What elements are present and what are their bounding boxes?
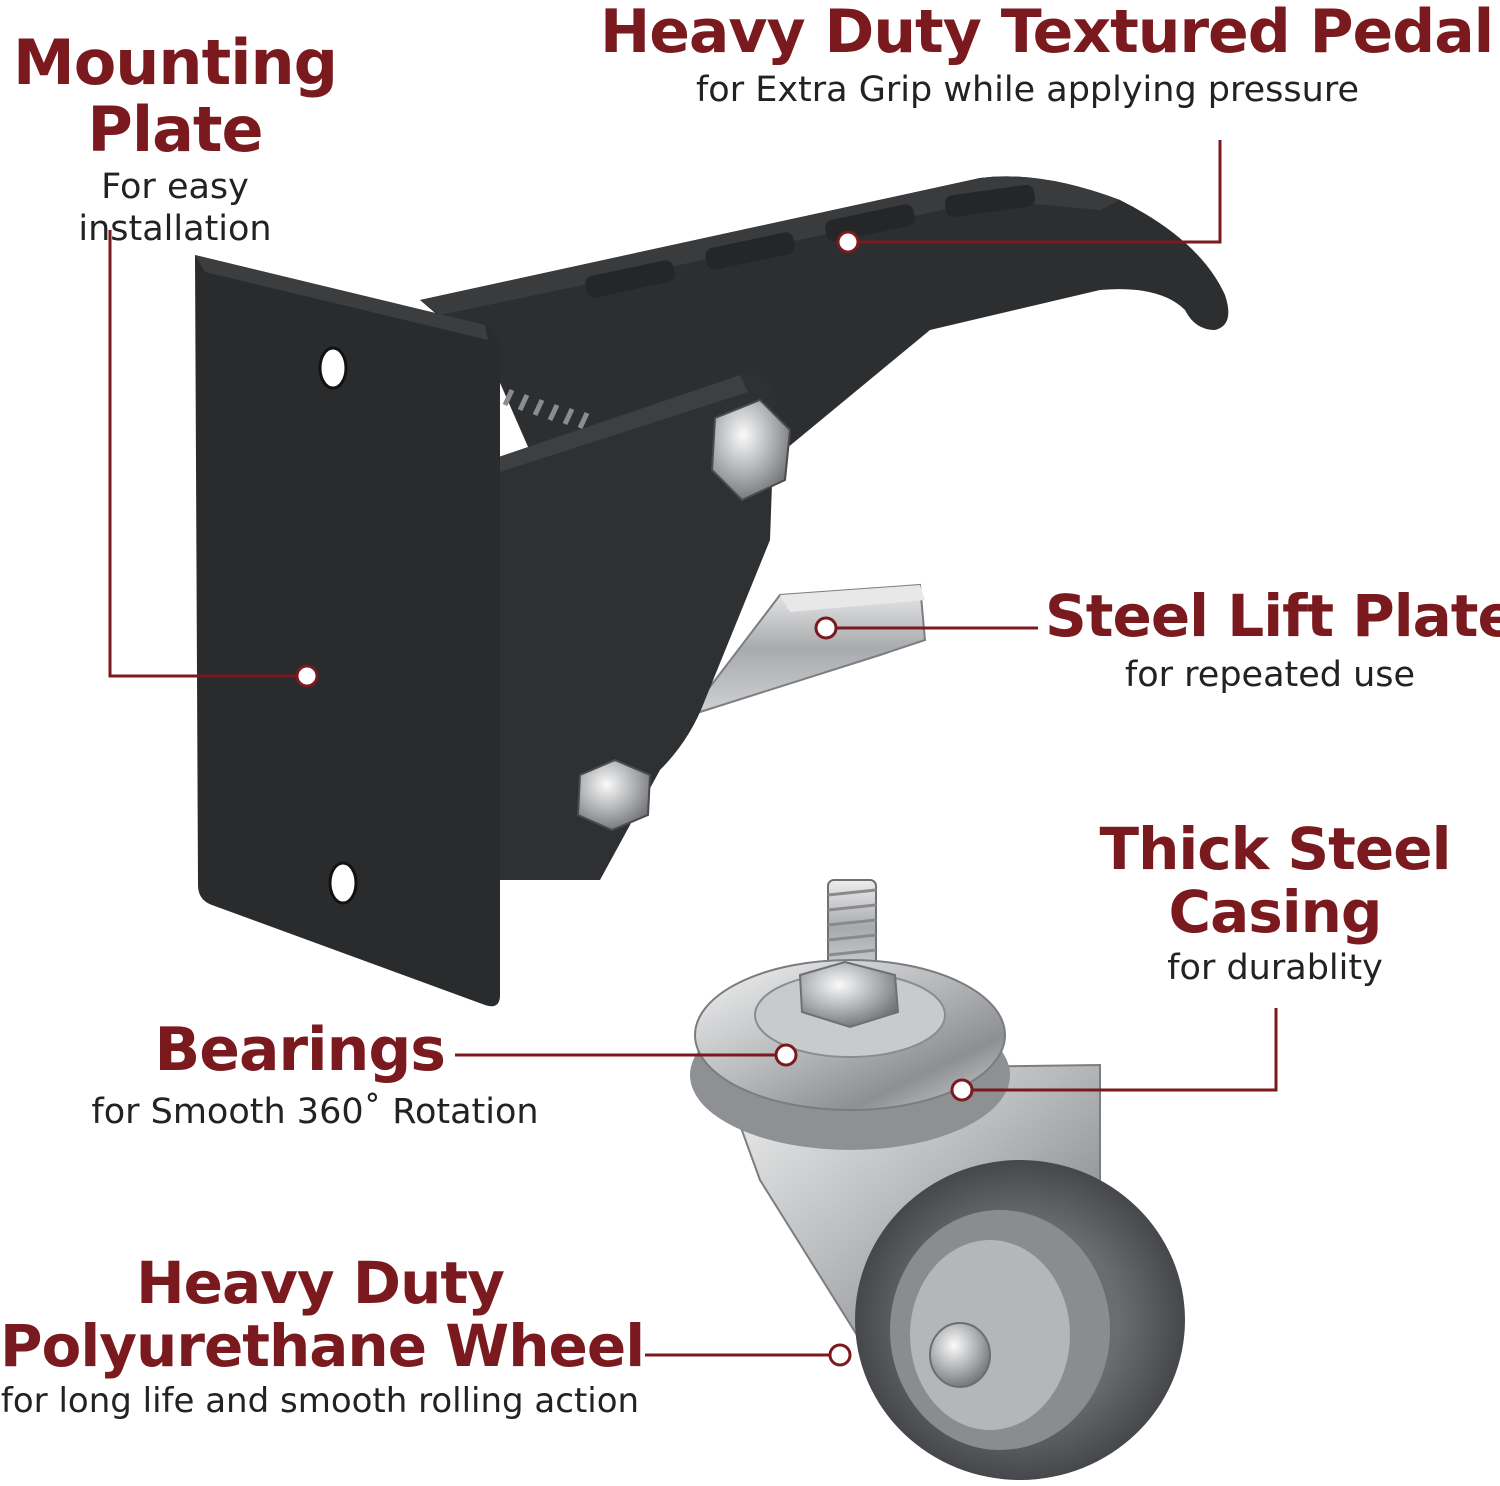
callout-wheel: Heavy Duty Polyurethane Wheel for long l…	[0, 1249, 645, 1422]
callout-title: Heavy Duty Textured Pedal	[600, 0, 1494, 67]
polyurethane-wheel	[855, 1160, 1185, 1480]
callout-title-line1: Thick Steel	[1099, 815, 1452, 883]
callout-pedal: Heavy Duty Textured Pedal for Extra Grip…	[600, 0, 1494, 111]
callout-title-line1: Mounting	[13, 26, 338, 99]
callout-title-line1: Heavy Duty	[136, 1249, 505, 1317]
hex-bolts	[576, 398, 792, 832]
callout-leader-lines	[108, 140, 1278, 1357]
callout-subtitle: for Extra Grip while applying pressure	[695, 69, 1359, 110]
callout-title-line2: Polyurethane Wheel	[0, 1311, 645, 1380]
swivel-caster	[690, 879, 1185, 1480]
side-bracket	[490, 374, 775, 880]
callout-title: Steel Lift Plate	[1045, 582, 1500, 650]
callout-dots	[295, 230, 974, 1367]
callout-subtitle: for long life and smooth rolling action	[0, 1381, 640, 1422]
callout-mounting-plate: Mounting Plate For easy installation	[0, 26, 350, 250]
callout-lift-plate: Steel Lift Plate for repeated use	[1045, 582, 1500, 696]
callout-subtitle: for repeated use	[1124, 654, 1416, 695]
callout-subtitle: for Smooth 360˚ Rotation	[91, 1091, 539, 1132]
mounting-plate	[195, 255, 500, 1007]
callout-title: Bearings	[154, 1015, 446, 1085]
callout-subtitle: For easy installation	[78, 166, 272, 249]
callout-casing: Thick Steel Casing for durablity	[1080, 818, 1470, 989]
callout-title-line2: Casing	[1168, 877, 1383, 946]
callout-bearings: Bearings for Smooth 360˚ Rotation	[90, 1018, 540, 1133]
callout-title-line2: Plate	[87, 92, 263, 166]
callout-subtitle: for durablity	[1167, 948, 1383, 989]
